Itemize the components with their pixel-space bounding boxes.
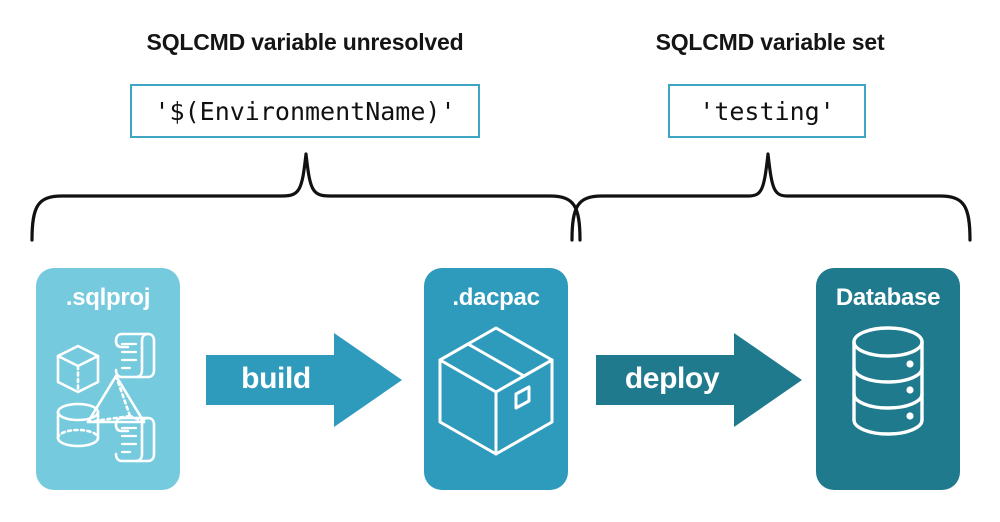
stage-label-database: Database [835,284,941,311]
stage-card-database: Database [816,268,960,490]
stage-card-dacpac: .dacpac [424,268,568,490]
stage-card-sqlproj: .sqlproj [36,268,180,490]
right-brace-icon [570,152,972,242]
cube-icon [56,344,100,394]
sqlproj-artwork [36,320,180,490]
database-artwork [816,320,960,490]
code-value-unresolved: '$(EnvironmentName)' [130,84,480,138]
section-title-unresolved: SQLCMD variable unresolved [146,29,464,55]
scroll-icon [114,332,156,379]
stage-label-dacpac: .dacpac [452,284,540,311]
package-box-icon [438,326,554,456]
scroll-icon [114,416,156,463]
stage-label-sqlproj: .sqlproj [65,284,151,311]
build-arrow-label: build [241,362,311,395]
database-cylinder-icon [852,326,924,436]
build-arrow-icon [206,333,402,427]
code-value-set: 'testing' [668,84,866,138]
section-title-set: SQLCMD variable set [655,29,885,55]
sqlproj-objects-icon [56,332,156,463]
cylinder-icon [56,402,100,448]
dacpac-artwork [424,320,568,490]
deploy-arrow-label: deploy [624,362,720,395]
database-status-dots [906,360,914,420]
left-brace-icon [30,152,582,242]
deploy-arrow-icon [596,333,802,427]
